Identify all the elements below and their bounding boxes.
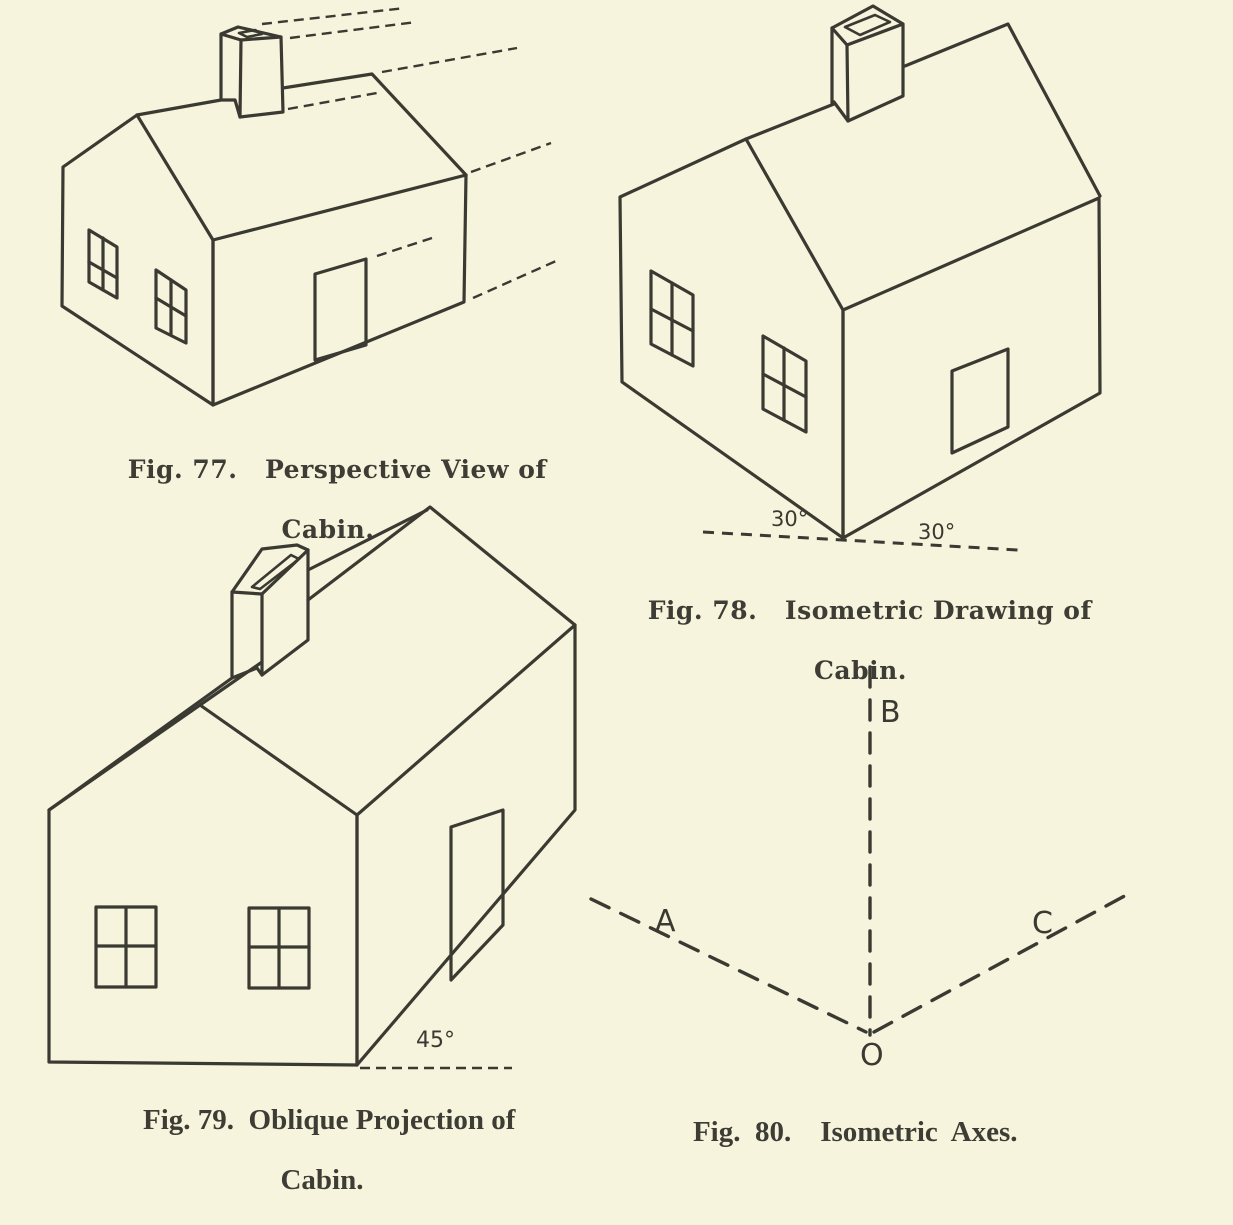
fig77-caption-line1: Fig. 77. Perspective View of [127,455,547,484]
fig77-roof-ridge [135,98,223,117]
fig78-caption: Fig. 78. Isometric Drawing of Cabin. [598,566,1123,716]
fig78-chimney [830,4,905,123]
axis-label-b: B [880,695,901,730]
fig77-window-1 [87,228,119,300]
figure-canvas: 30° 30° [47,4,1132,1073]
fig78-window-2 [761,334,808,434]
fig80-caption: Fig. 80. Isometric Axes. [618,1087,1078,1147]
fig77-vanishing-lines [261,6,557,300]
fig77-gable-wall [60,113,215,407]
fig78-roof-ridge [744,102,836,141]
axis-label-origin: O [860,1038,884,1073]
fig80-isometric-axes: A B C O [589,665,1132,1073]
fig79-caption-line1: Fig. 79. Oblique Projection of [143,1104,516,1136]
fig78-gable-wall [618,137,845,540]
fig77-perspective-cabin [60,6,557,407]
fig78-door [950,347,1010,455]
fig78-caption-line1: Fig. 78. Isometric Drawing of [647,596,1092,625]
fig77-chimney [219,25,285,119]
fig79-caption-line2: Cabin. [280,1164,364,1196]
fig77-roof-ridge-back [281,72,468,177]
fig78-side-wall [841,196,1102,540]
fig79-door [449,808,505,982]
fig79-side-wall [355,623,577,1067]
fig80-caption-line1: Fig. 80. Isometric Axes. [692,1116,1018,1148]
fig79-oblique-cabin: 45° [47,505,577,1070]
fig78-caption-line2: Cabin. [814,656,907,685]
fig79-window-1 [94,905,158,989]
fig77-door [313,257,368,362]
fig79-chimney [230,543,310,680]
fig79-roof-ridge-back [306,505,577,627]
axis-a-line [589,897,868,1034]
fig78-ground-line [702,530,1019,552]
fig77-side-wall [211,173,468,407]
axis-label-a: A [655,904,676,939]
axis-c-line [872,891,1132,1034]
fig79-roof-eave-back [306,508,429,572]
fig78-angle-right: 30° [918,520,955,544]
fig79-roof-eave [47,676,234,812]
fig78-window-1 [649,269,695,368]
fig79-window-2 [247,906,311,990]
fig78-angle-left: 30° [771,507,808,531]
fig79-angle: 45° [416,1028,455,1053]
fig77-caption: Fig. 77. Perspective View of Cabin. [78,425,578,575]
fig77-caption-line2: Cabin. [281,515,375,544]
fig78-isometric-cabin: 30° 30° [618,4,1102,552]
axis-label-c: C [1032,906,1053,941]
fig79-gable-wall [47,703,359,1067]
fig77-window-2 [154,268,188,345]
fig79-caption: Fig. 79. Oblique Projection of Cabin. [62,1075,582,1225]
fig78-roof-ridge-back [903,22,1102,198]
